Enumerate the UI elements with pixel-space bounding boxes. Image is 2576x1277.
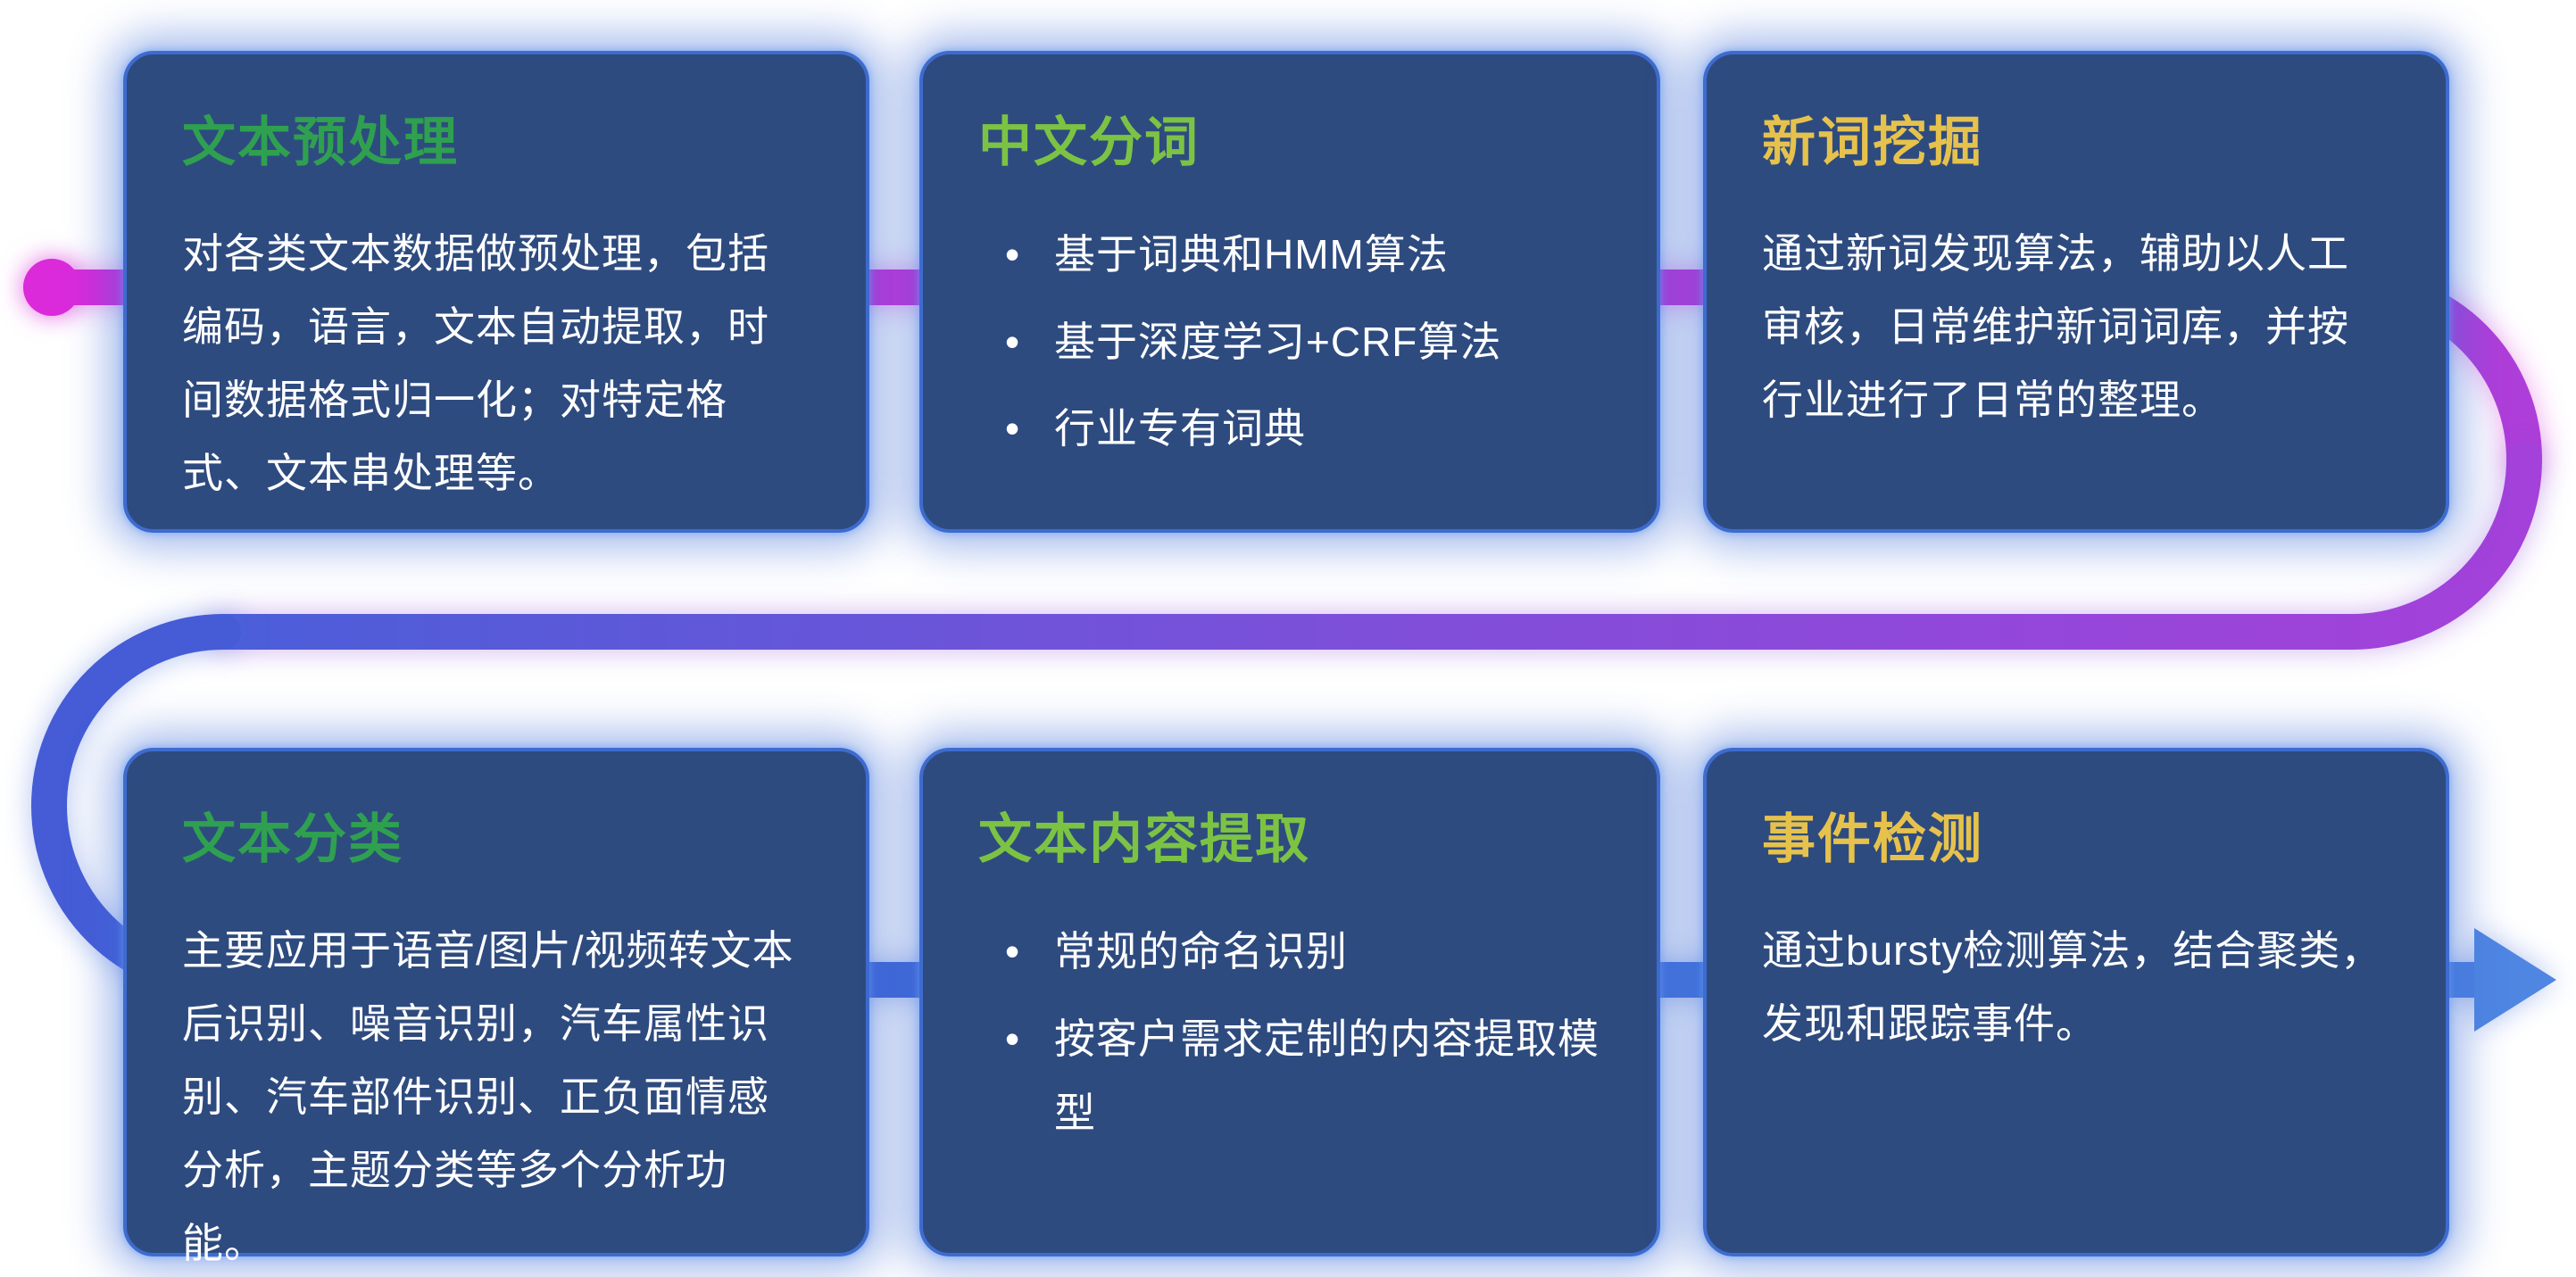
flow-start-dot-icon bbox=[23, 259, 80, 316]
card-title: 新词挖掘 bbox=[1762, 112, 1983, 172]
flow-segment-middle bbox=[205, 442, 2542, 650]
card-body: 通过新词发现算法，辅助以人工审核，日常维护新词词库，并按行业进行了日常的整理。 bbox=[1762, 230, 2349, 423]
card-title: 文本分类 bbox=[182, 809, 403, 869]
card-title: 中文分词 bbox=[978, 112, 1200, 172]
bullet-item: 基于深度学习+CRF算法 bbox=[978, 305, 1601, 380]
bullet-item: 常规的命名识别 bbox=[978, 915, 1601, 990]
card-body: 通过bursty检测算法，结合聚类，发现和跟踪事件。 bbox=[1762, 927, 2383, 1047]
card-body: 主要应用于语音/图片/视频转文本后识别、噪音识别，汽车属性识别、汽车部件识别、正… bbox=[182, 927, 794, 1266]
card-event-detection: 事件检测 通过bursty检测算法，结合聚类，发现和跟踪事件。 bbox=[1703, 748, 2449, 1256]
card-text-classification: 文本分类 主要应用于语音/图片/视频转文本后识别、噪音识别，汽车属性识别、汽车部… bbox=[123, 748, 869, 1266]
card-title: 文本预处理 bbox=[182, 112, 459, 172]
card-bullet-list: 基于词典和HMM算法 基于深度学习+CRF算法 行业专有词典 bbox=[978, 218, 1601, 467]
card-new-word-mining: 新词挖掘 通过新词发现算法，辅助以人工审核，日常维护新词词库，并按行业进行了日常… bbox=[1703, 51, 2449, 533]
bullet-item: 按客户需求定制的内容提取模型 bbox=[978, 1002, 1601, 1151]
card-bullet-list: 常规的命名识别 按客户需求定制的内容提取模型 bbox=[978, 915, 1601, 1151]
card-title: 文本内容提取 bbox=[978, 809, 1310, 869]
card-chinese-word-segmentation: 中文分词 基于词典和HMM算法 基于深度学习+CRF算法 行业专有词典 bbox=[919, 51, 1660, 533]
bullet-item: 行业专有词典 bbox=[978, 392, 1601, 467]
flow-arrow-icon bbox=[2474, 928, 2556, 1032]
card-text-preprocessing: 文本预处理 对各类文本数据做预处理，包括编码，语言，文本自动提取，时间数据格式归… bbox=[123, 51, 869, 533]
card-body: 对各类文本数据做预处理，包括编码，语言，文本自动提取，时间数据格式归一化；对特定… bbox=[182, 230, 769, 496]
card-title: 事件检测 bbox=[1762, 809, 1983, 869]
bullet-item: 基于词典和HMM算法 bbox=[978, 218, 1601, 293]
card-text-content-extraction: 文本内容提取 常规的命名识别 按客户需求定制的内容提取模型 bbox=[919, 748, 1660, 1256]
